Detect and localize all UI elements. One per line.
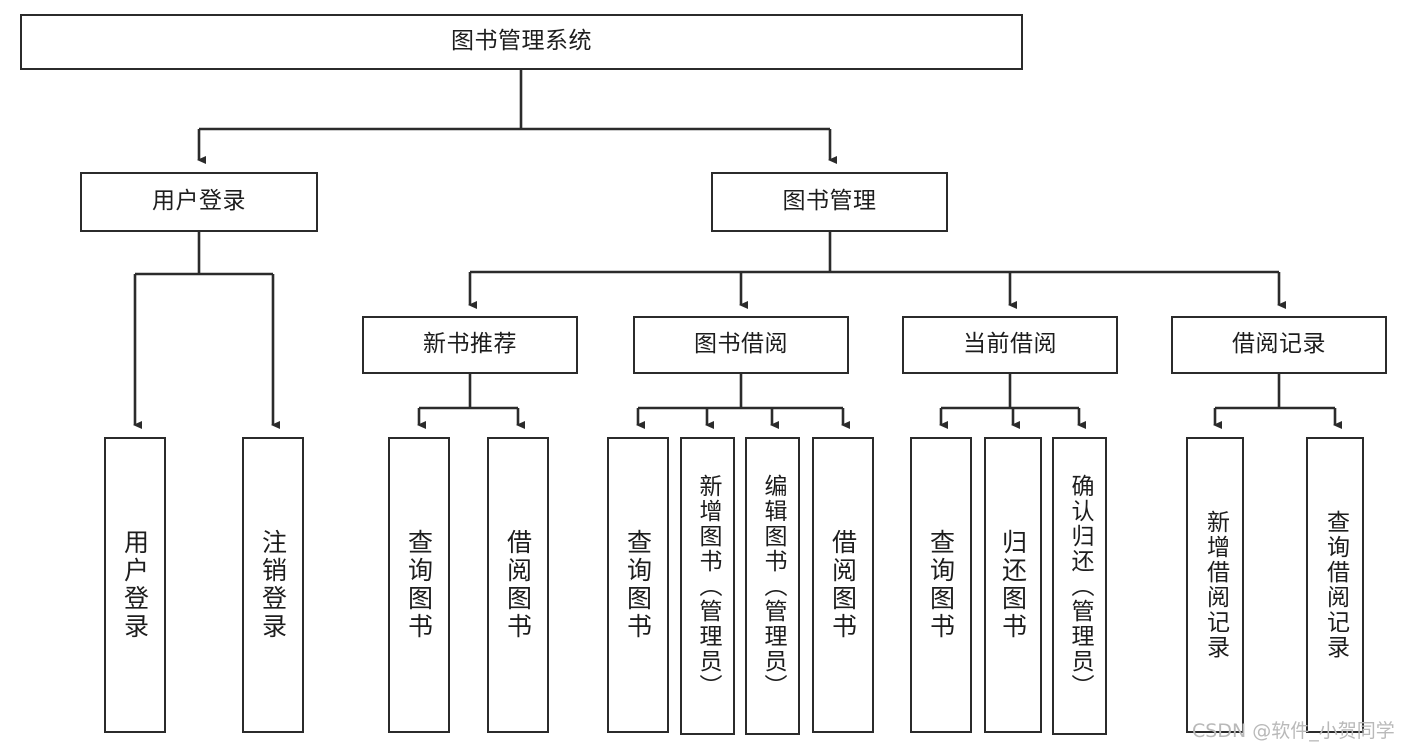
node-leaf-user-logout[interactable]: 注销登录: [242, 437, 304, 733]
node-root[interactable]: 图书管理系统: [20, 14, 1023, 70]
node-user-login[interactable]: 用户登录: [80, 172, 318, 232]
node-root-label: 图书管理系统: [451, 28, 592, 55]
node-leaf-user-login[interactable]: 用户登录: [104, 437, 166, 733]
node-leaf-edit-book[interactable]: 编辑图书（管理员）: [745, 437, 800, 735]
node-leaf-query-record[interactable]: 查询借阅记录: [1306, 437, 1364, 733]
node-leaf-query-record-label: 查询借阅记录: [1322, 510, 1349, 660]
node-leaf-query-book-borrow[interactable]: 查询图书: [607, 437, 669, 733]
node-leaf-query-book-rec-label: 查询图书: [404, 529, 434, 641]
node-leaf-add-record-label: 新增借阅记录: [1202, 510, 1229, 660]
node-book-manage-label: 图书管理: [782, 188, 877, 215]
node-leaf-borrow-book[interactable]: 借阅图书: [812, 437, 874, 733]
node-book-borrow-label: 图书借阅: [694, 331, 788, 358]
node-new-book-rec-label: 新书推荐: [423, 331, 517, 358]
node-current-borrow-label: 当前借阅: [963, 331, 1057, 358]
node-leaf-add-book[interactable]: 新增图书（管理员）: [680, 437, 735, 735]
node-borrow-record-label: 借阅记录: [1232, 331, 1326, 358]
node-leaf-confirm-return[interactable]: 确认归还（管理员）: [1052, 437, 1107, 735]
node-leaf-user-logout-label: 注销登录: [258, 529, 288, 641]
node-leaf-add-record[interactable]: 新增借阅记录: [1186, 437, 1244, 733]
watermark: CSDN @软件_小贺同学: [1192, 720, 1395, 742]
node-leaf-query-book-cur[interactable]: 查询图书: [910, 437, 972, 733]
node-leaf-borrow-book-rec[interactable]: 借阅图书: [487, 437, 549, 733]
node-leaf-return-book[interactable]: 归还图书: [984, 437, 1042, 733]
node-borrow-record[interactable]: 借阅记录: [1171, 316, 1387, 374]
node-book-manage[interactable]: 图书管理: [711, 172, 948, 232]
node-book-borrow[interactable]: 图书借阅: [633, 316, 849, 374]
node-leaf-edit-book-label: 编辑图书（管理员）: [760, 473, 786, 699]
node-leaf-borrow-book-rec-label: 借阅图书: [503, 529, 533, 641]
node-user-login-label: 用户登录: [152, 188, 246, 215]
node-leaf-confirm-return-label: 确认归还（管理员）: [1067, 473, 1093, 699]
node-leaf-query-book-cur-label: 查询图书: [926, 529, 956, 641]
node-leaf-query-book-borrow-label: 查询图书: [623, 529, 653, 641]
node-leaf-query-book-rec[interactable]: 查询图书: [388, 437, 450, 733]
node-leaf-return-book-label: 归还图书: [998, 529, 1028, 641]
node-leaf-user-login-label: 用户登录: [120, 529, 150, 641]
node-leaf-add-book-label: 新增图书（管理员）: [695, 473, 721, 699]
node-current-borrow[interactable]: 当前借阅: [902, 316, 1118, 374]
node-leaf-borrow-book-label: 借阅图书: [828, 529, 858, 641]
node-new-book-rec[interactable]: 新书推荐: [362, 316, 578, 374]
